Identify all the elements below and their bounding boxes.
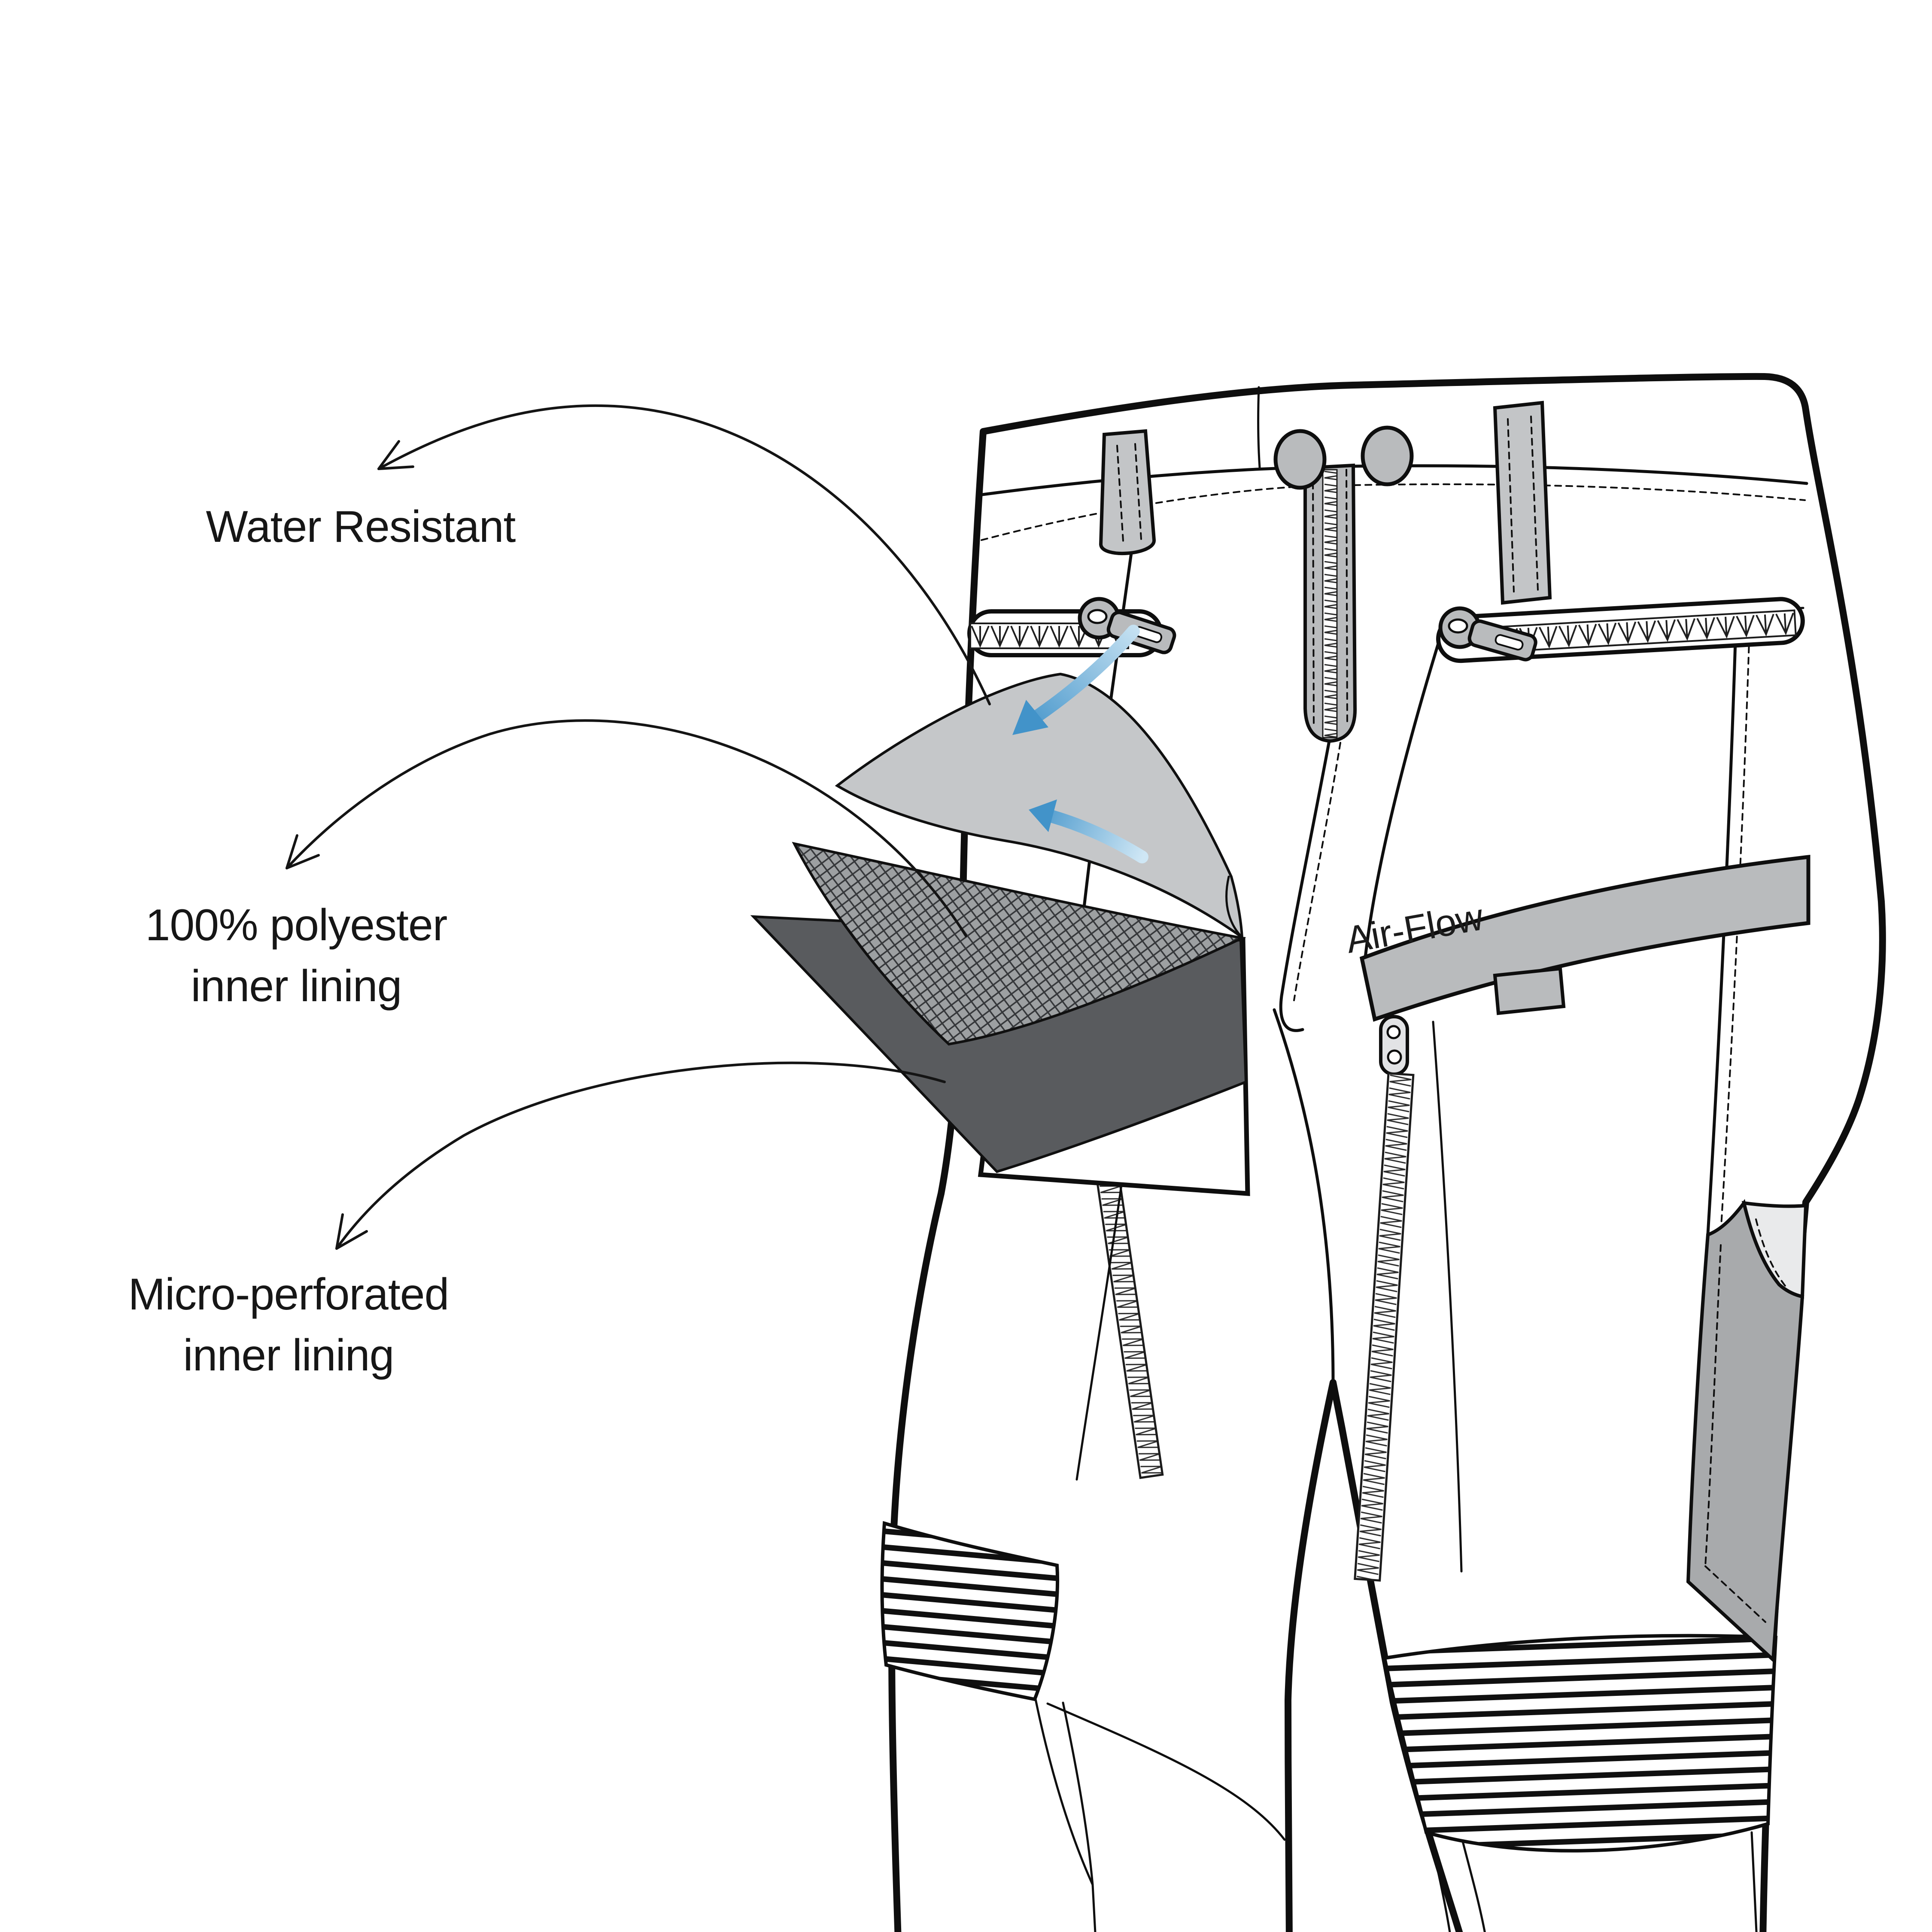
right-shin-seam-a: [1428, 1833, 1451, 1932]
right-shin-seam-b: [1459, 1832, 1486, 1932]
waist-button-left: [1273, 429, 1327, 490]
fly-stitch-right: [1346, 469, 1348, 726]
waistband-stitch-right: [1353, 483, 1806, 501]
left-shin-seam-b: [1062, 1701, 1094, 1886]
waistband-panel-seam: [1257, 386, 1261, 469]
callout-polyester-line2: inner lining: [191, 961, 402, 1011]
blue-arrow-down-head: [1012, 700, 1048, 735]
side-panel-pocket: [1741, 1201, 1808, 1299]
callout-polyester-line1: 100% polyester: [146, 900, 447, 950]
waistband-stitch-left: [981, 486, 1303, 541]
left-shin-seam-a: [1034, 1698, 1097, 1932]
fly-zipper-teeth: [1322, 469, 1338, 738]
blue-arrow-down: [1031, 625, 1140, 723]
fly-stitch-left: [1312, 471, 1315, 726]
fabric-layer-outer: [835, 672, 1244, 940]
front-rise-stitch: [1293, 742, 1341, 1001]
fly-zipper: [1303, 463, 1357, 743]
callout-arrows: [286, 404, 991, 1250]
callout-arrow-polyester: [286, 719, 967, 937]
fabric-layers: [750, 625, 1250, 1196]
side-panel-stitch: [1720, 612, 1751, 1234]
blue-arrow-up-head: [1029, 799, 1057, 832]
airflow-band: Air-Flow: [1343, 854, 1810, 1022]
leg-zipper-right-teeth: [1354, 1072, 1415, 1582]
fabric-outer-fold: [1225, 875, 1243, 939]
knee-panel-right: [1382, 1634, 1778, 1853]
callout-labels: Water Resistant 100% polyester inner lin…: [128, 502, 516, 1380]
blue-airflow-arrows: [1012, 625, 1148, 863]
left-shin-seam-c: [1046, 1702, 1286, 1841]
right-shin-seam-c: [1750, 1831, 1758, 1932]
pocket-zipper-right-pull-tab: [1467, 619, 1537, 662]
side-panel: [1686, 1199, 1808, 1664]
leg-zipper-left-placket: [1075, 1153, 1127, 1481]
callout-micro-perforated-line1: Micro-perforated: [128, 1270, 449, 1319]
seam-pocket-to-band: [1364, 636, 1442, 959]
waistband-seam-right: [1352, 464, 1808, 485]
belt-loop-left: [1099, 429, 1156, 556]
blue-arrow-up: [1046, 810, 1148, 863]
airflow-tab: [1493, 966, 1566, 1015]
pocket-zipper-left-pull-tab: [1106, 611, 1176, 654]
callout-micro-perforated-line2: inner lining: [183, 1331, 394, 1380]
callout-arrow-micro-perforated: [335, 1061, 946, 1250]
leg-zipper-right-placket: [1432, 1021, 1463, 1573]
belt-loop-right: [1493, 401, 1552, 605]
front-rise-seam: [1279, 739, 1331, 1032]
waist-button-right: [1361, 425, 1414, 486]
fabric-layer-mesh: [792, 841, 1246, 1046]
callout-arrow-water-resistant: [377, 404, 991, 705]
left-leg-front-edge: [1273, 1008, 1335, 1384]
leg-zipper-right: [1354, 1015, 1463, 1582]
knee-panel-left: [880, 1521, 1060, 1701]
callout-water-resistant: Water Resistant: [206, 502, 516, 552]
